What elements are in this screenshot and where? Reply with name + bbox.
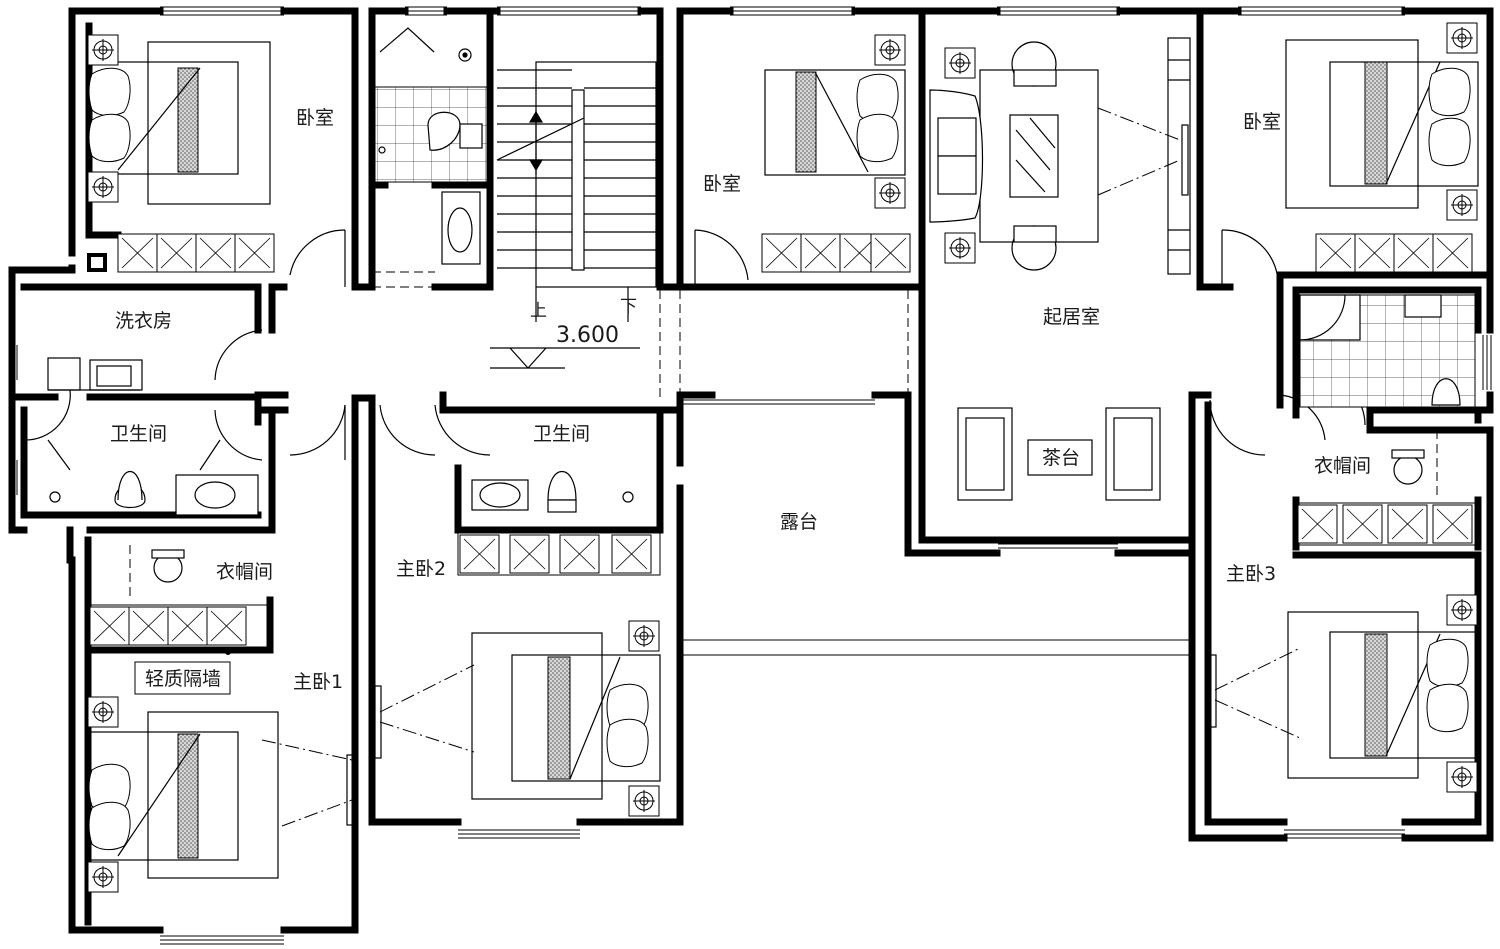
stair-up-label: 上 xyxy=(530,301,547,321)
bed-ne xyxy=(1285,22,1479,221)
openings xyxy=(129,271,1438,600)
wardrobe-closet-w xyxy=(87,604,271,648)
room-bath-w: 卫生间 xyxy=(110,423,167,445)
wardrobe-master2 xyxy=(457,532,661,576)
walls xyxy=(8,7,1494,934)
room-partition: 轻质隔墙 xyxy=(145,668,221,690)
room-master3: 主卧3 xyxy=(1226,563,1276,585)
bed-master2 xyxy=(374,620,661,817)
living-furniture xyxy=(929,41,1181,501)
bath-fixtures xyxy=(47,48,1461,583)
stair-down-label: 下 xyxy=(620,297,637,317)
room-closet-w: 衣帽间 xyxy=(216,561,273,583)
wardrobe-nc xyxy=(761,233,911,273)
room-bedroom-nc: 卧室 xyxy=(703,173,741,195)
room-master2: 主卧2 xyxy=(396,558,446,580)
floor-elevation: 3.600 xyxy=(556,323,619,348)
tea-table-label: 茶台 xyxy=(1042,447,1080,469)
wardrobe-ne xyxy=(1315,233,1473,273)
room-bath-c: 卫生间 xyxy=(533,423,590,445)
wardrobe-closet-e xyxy=(1295,502,1479,546)
wardrobe-nw xyxy=(117,233,275,273)
bed-master3 xyxy=(1209,594,1479,793)
wardrobe-living xyxy=(1167,37,1191,275)
room-closet-e: 衣帽间 xyxy=(1314,455,1371,477)
bed-nw xyxy=(87,34,271,205)
room-master1: 主卧1 xyxy=(293,671,343,693)
staircase[interactable] xyxy=(490,61,660,369)
room-bedroom-ne: 卧室 xyxy=(1243,111,1281,133)
room-bedroom-nw: 卧室 xyxy=(296,107,334,129)
room-terrace: 露台 xyxy=(780,511,818,533)
partition-wall xyxy=(134,661,231,695)
bed-master1 xyxy=(87,696,354,893)
bed-nc xyxy=(764,34,906,209)
room-laundry: 洗衣房 xyxy=(115,310,172,332)
room-labels: 卧室 卧室 卧室 洗衣房 卫生间 卫生间 衣帽间 轻质隔墙 主卧1 主卧2 主卧… xyxy=(110,107,1371,693)
room-living: 起居室 xyxy=(1043,306,1100,328)
